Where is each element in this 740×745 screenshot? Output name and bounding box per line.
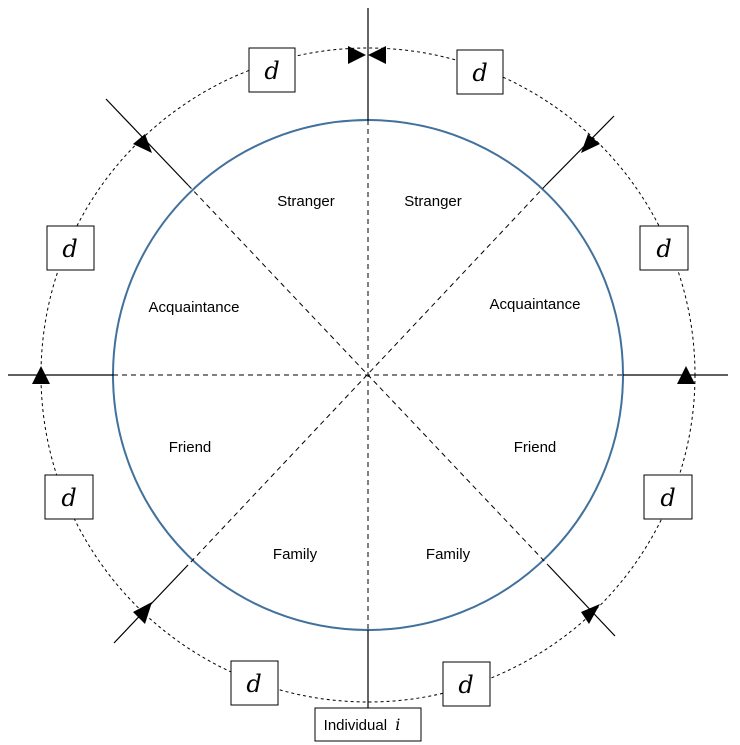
distance-box-bottom-right: d: [442, 661, 491, 707]
arrowhead-lower-right: [581, 604, 600, 624]
distance-box-bottom-left: d: [230, 660, 279, 706]
region-label-acquaintance-left: Acquaintance: [149, 299, 240, 316]
arrowhead-top-right: [368, 46, 386, 64]
distance-box-top-left: d: [248, 47, 296, 93]
distance-label: d: [458, 671, 473, 699]
arrowhead-lower-left: [133, 602, 152, 624]
distance-label: d: [246, 670, 261, 698]
region-label-acquaintance-right: Acquaintance: [490, 296, 581, 313]
region-label-family-right: Family: [426, 546, 471, 563]
arrowhead-top-left: [348, 46, 366, 64]
region-label-stranger-right: Stranger: [404, 193, 462, 210]
diagonal-se-outer: [547, 564, 616, 637]
distance-label: d: [62, 235, 77, 263]
distance-box-right-lower: d: [643, 474, 693, 520]
distance-box-top-right: d: [456, 49, 504, 95]
distance-label: d: [264, 57, 279, 85]
distance-label: d: [660, 484, 675, 512]
individual-label: Individual i: [324, 715, 401, 734]
region-label-stranger-left: Stranger: [277, 193, 335, 210]
diagonal-nwse-inner: [187, 184, 549, 566]
arrowhead-right: [677, 366, 695, 384]
region-label-friend-right: Friend: [514, 439, 557, 456]
diagonal-ne-outer: [545, 115, 615, 186]
distance-label: d: [472, 59, 487, 87]
distance-label: d: [656, 235, 671, 263]
arrowhead-upper-right: [581, 134, 600, 153]
region-label-family-left: Family: [273, 546, 318, 563]
region-label-friend-left: Friend: [169, 439, 212, 456]
diagonal-nesw-inner: [187, 184, 547, 566]
distance-box-left-lower: d: [44, 474, 94, 520]
arrowheads: [32, 46, 695, 624]
distance-label: d: [61, 484, 76, 512]
individual-label-text: Individual: [324, 717, 387, 734]
individual-box: Individual i: [314, 707, 422, 742]
arrowhead-upper-left: [133, 134, 152, 153]
arrowhead-left: [32, 366, 50, 384]
distance-box-right-upper: d: [639, 225, 689, 271]
distance-box-left-upper: d: [46, 225, 95, 271]
individual-variable: i: [395, 715, 400, 734]
